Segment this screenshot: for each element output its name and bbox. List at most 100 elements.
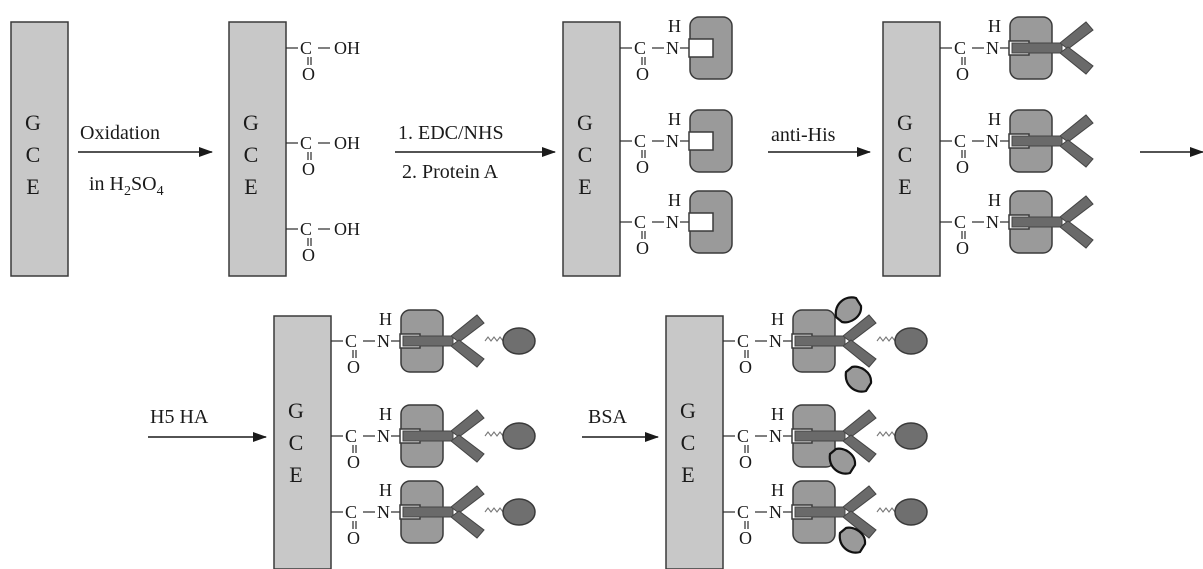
electrode-body [665,315,724,569]
nitrogen-atom: N [377,502,390,522]
electrode-letter: G [243,110,259,135]
anti-his-antibody [1011,195,1094,249]
oxygen-atom: O [739,452,752,472]
electrode-letter: C [578,142,593,167]
bsa-blocking-protein [828,447,857,475]
antibody-fc-stem [794,430,846,442]
his-tag-linker [876,507,896,513]
hydrogen-atom: H [988,16,1001,36]
antibody-lower-arm [450,339,485,368]
antibody-upper-arm [450,409,485,438]
his-tag-linker [484,431,504,437]
ha-protein [502,498,536,526]
h5-ha-antigen [876,498,928,526]
bsa-blocking-protein [838,526,867,554]
hydrogen-atom: H [771,309,784,329]
oxygen-atom: O [302,159,315,179]
hydrogen-atom: H [988,109,1001,129]
oxygen-atom: O [347,452,360,472]
oxygen-atom: O [302,245,315,265]
carbon-atom: C [737,426,749,446]
step-h5-ha-label: H5 HA [150,406,209,428]
nitrogen-atom: N [769,331,782,351]
antibody-lower-arm [1059,46,1094,75]
antibody-upper-arm [1059,195,1094,224]
protein-a-binding-pocket [688,212,714,232]
electrode-letter: C [26,142,41,167]
oxygen-atom: O [956,238,969,258]
nitrogen-atom: N [666,212,679,232]
oxygen-atom: O [636,64,649,84]
nitrogen-atom: N [666,131,679,151]
oxygen-atom: O [347,357,360,377]
carbon-atom: C [345,502,357,522]
ha-protein [894,327,928,355]
oxygen-atom: O [636,238,649,258]
step-edc-nhs-label: 1. EDC/NHS [398,122,504,144]
h5-ha-antigen [876,327,928,355]
electrode-letter: G [288,398,304,423]
electrode-letter: C [289,430,304,455]
antibody-lower-arm [1059,139,1094,168]
antibody-upper-arm [1059,21,1094,50]
antibody-fc-stem [1011,42,1063,54]
electrode-body [882,21,941,277]
nitrogen-atom: N [769,426,782,446]
electrode-letter: E [681,462,694,487]
carbon-atom: C [737,502,749,522]
hydrogen-atom: H [771,404,784,424]
hydrogen-atom: H [668,16,681,36]
hydroxyl-group: OH [334,38,360,58]
anti-his-antibody [1011,21,1094,75]
anti-his-antibody [1011,114,1094,168]
step-bsa-label: BSA [588,406,627,428]
electrode-body [273,315,332,569]
hydroxyl-group: OH [334,133,360,153]
carboxyl-group: CO OH [286,133,360,179]
step-anti-his-label: anti-His [771,124,836,146]
carbon-atom: C [634,212,646,232]
antibody-fc-stem [1011,135,1063,147]
carbon-atom: C [300,133,312,153]
hydrogen-atom: H [668,109,681,129]
carbon-atom: C [345,331,357,351]
his-tag-linker [876,431,896,437]
carbon-atom: C [634,131,646,151]
electrode-body [562,21,621,277]
antibody-upper-arm [1059,114,1094,143]
antibody-upper-arm [842,314,877,343]
antibody-lower-arm [450,510,485,539]
hydrogen-atom: H [771,480,784,500]
hydrogen-atom: H [379,309,392,329]
antibody-upper-arm [450,314,485,343]
antibody-fc-stem [1011,216,1063,228]
electrode-letter: E [289,462,302,487]
hydrogen-atom: H [668,190,681,210]
antibody-fc-stem [402,430,454,442]
carbon-atom: C [345,426,357,446]
antibody-upper-arm [842,409,877,438]
nitrogen-atom: N [986,38,999,58]
carbon-atom: C [954,212,966,232]
step-protein-a-label: 2. Protein A [402,161,499,183]
bsa-blocking-protein [834,296,863,324]
antibody-fc-stem [402,335,454,347]
nitrogen-atom: N [377,331,390,351]
electrode-letter: G [577,110,593,135]
gce-electrode: GCE [665,315,724,569]
antibody-fc-stem [794,506,846,518]
carbon-atom: C [954,38,966,58]
nitrogen-atom: N [377,426,390,446]
nitrogen-atom: N [666,38,679,58]
carbon-atom: C [737,331,749,351]
antibody-fc-stem [794,335,846,347]
